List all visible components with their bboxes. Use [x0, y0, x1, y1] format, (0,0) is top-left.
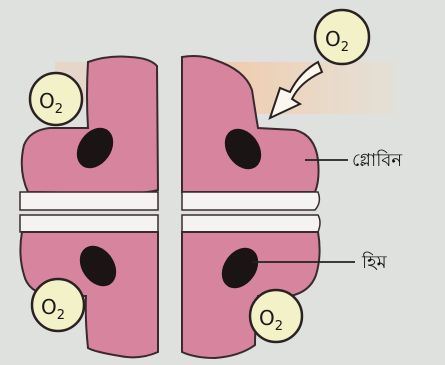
globin-label: গ্লোবিন	[352, 150, 402, 171]
globin-subunit-bottom-right	[182, 215, 320, 358]
oxygen-molecule-bottom-left: O2	[32, 279, 84, 331]
heme-label: হিম	[361, 252, 388, 273]
oxygen-molecule-bottom-right: O2	[250, 290, 302, 342]
oxygen-molecule-top-right: O2	[315, 10, 369, 64]
oxygen-molecule-top-left: O2	[30, 73, 82, 125]
